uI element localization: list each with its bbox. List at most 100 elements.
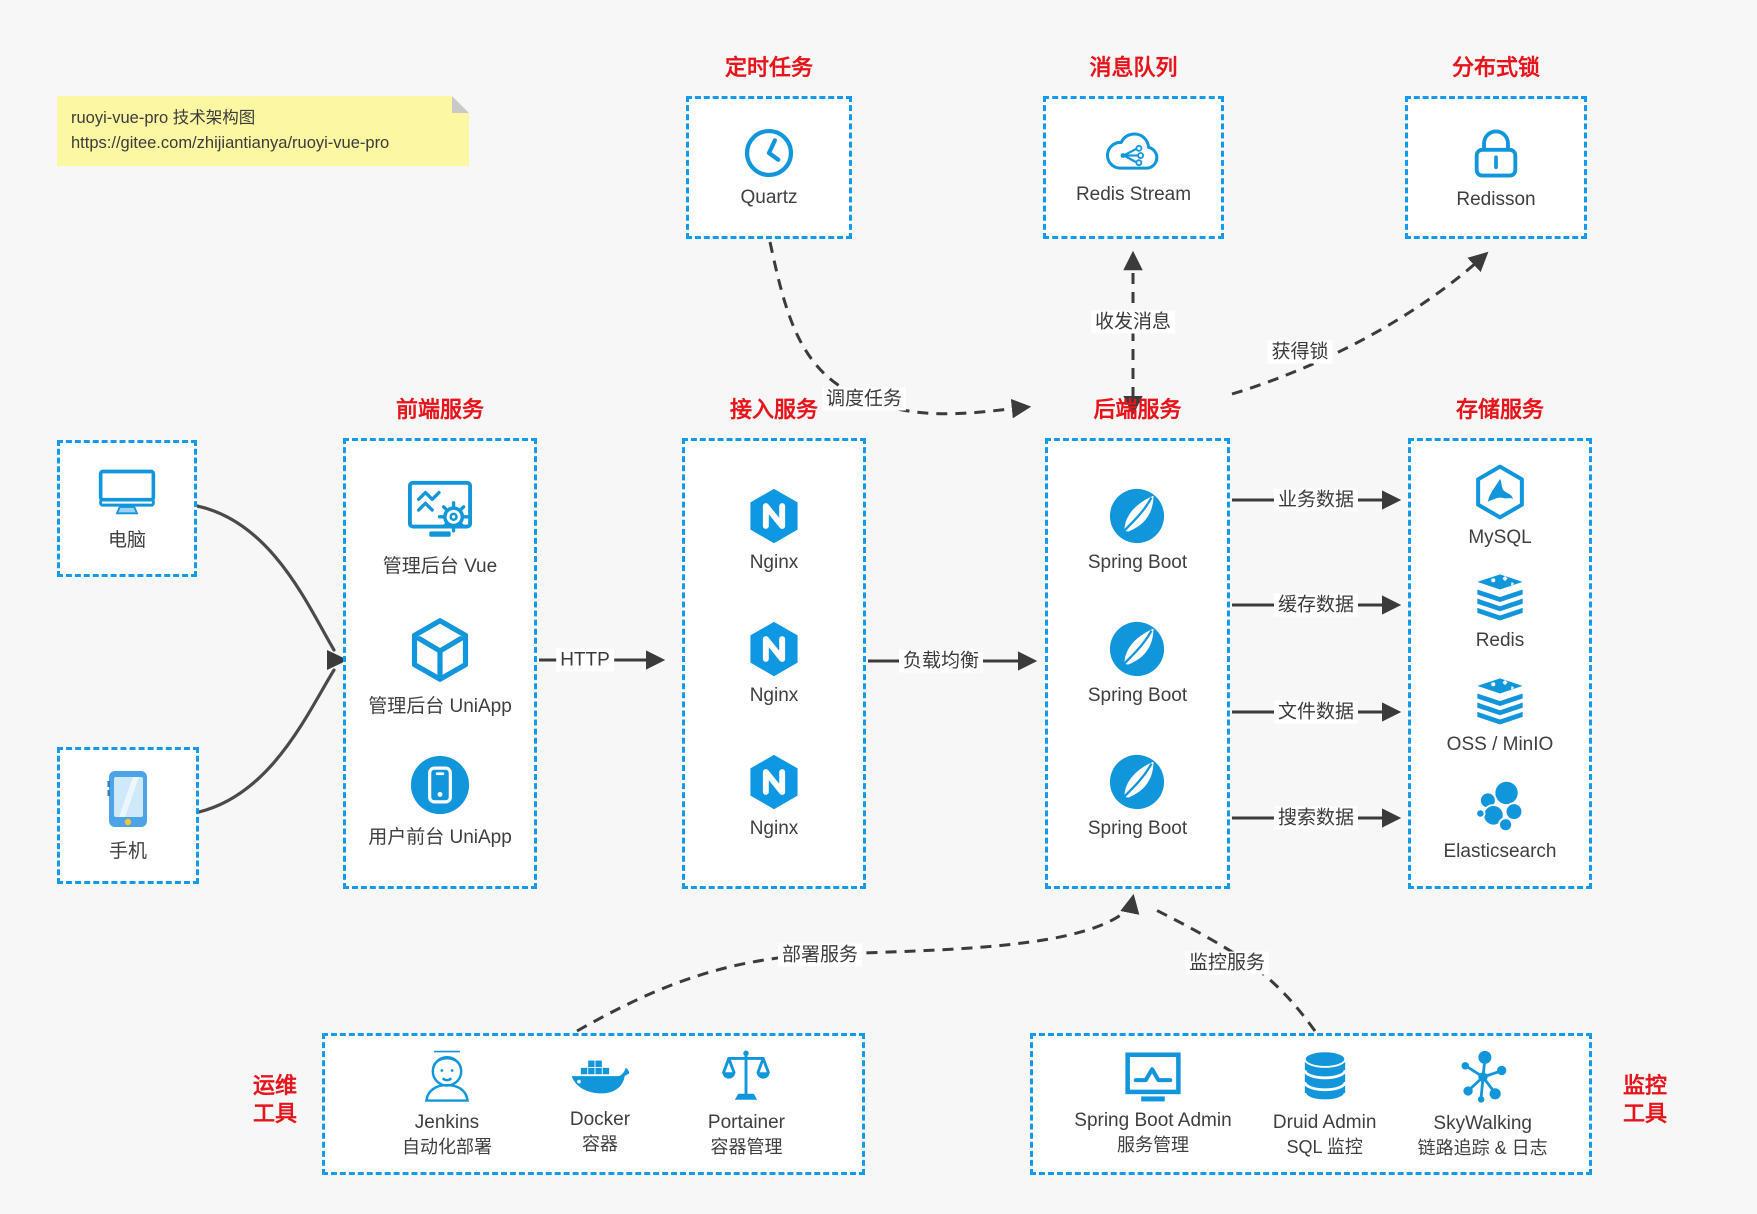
edge-label-acquire-lock: 获得锁 — [1267, 340, 1333, 364]
skywalking-icon — [1461, 1050, 1507, 1103]
spring-boot-admin-icon — [1125, 1052, 1181, 1102]
frontend-box: 管理后台 Vue 管理后台 UniApp 用户前台 UniApp — [343, 438, 537, 889]
nginx-item-3: Nginx — [745, 753, 803, 840]
nginx-item-1: Nginx — [745, 487, 803, 574]
lock-icon — [1474, 129, 1518, 177]
druid-admin-desc: SQL 监控 — [1286, 1137, 1363, 1157]
portainer-icon — [722, 1050, 771, 1100]
spring-boot-label: Spring Boot — [1087, 552, 1188, 573]
mysql-icon — [1476, 464, 1524, 519]
jenkins-name: Jenkins — [414, 1112, 480, 1133]
skywalking-item: SkyWalking 链路追踪 & 日志 — [1418, 1049, 1548, 1160]
user-uniapp-label: 用户前台 UniApp — [368, 826, 512, 848]
edge-label-message: 收发消息 — [1090, 310, 1176, 334]
spring-boot-item-2: Spring Boot — [1088, 620, 1187, 707]
monitoring-box: Spring Boot Admin 服务管理 Druid Admin SQL 监… — [1030, 1033, 1592, 1175]
edge-label-file-data: 文件数据 — [1273, 700, 1359, 724]
portainer-item: Portainer 容器管理 — [708, 1049, 785, 1159]
phone-icon — [107, 770, 147, 827]
docker-name: Docker — [569, 1108, 631, 1130]
elasticsearch-label: Elasticsearch — [1443, 841, 1557, 863]
edge-computer-to-frontend — [195, 504, 336, 652]
computer-icon — [98, 469, 156, 515]
spring-boot-icon — [1110, 754, 1165, 810]
druid-admin-item: Druid Admin SQL 监控 — [1272, 1049, 1377, 1159]
redis-stream-item: Redis Stream — [1076, 129, 1191, 206]
note-title: ruoyi-vue-pro 技术架构图 — [71, 109, 256, 127]
admin-vue-icon — [407, 481, 473, 537]
title-scheduled-tasks: 定时任务 — [724, 55, 813, 80]
admin-vue-label: 管理后台 Vue — [382, 556, 498, 578]
spring-boot-admin-item: Spring Boot Admin 服务管理 — [1074, 1051, 1232, 1157]
redis-item: Redis — [1473, 571, 1527, 652]
cloud-stream-icon — [1106, 132, 1159, 170]
title-message-queue: 消息队列 — [1089, 55, 1178, 80]
skywalking-desc: 链路追踪 & 日志 — [1417, 1137, 1548, 1158]
druid-admin-name: Druid Admin — [1272, 1112, 1377, 1133]
title-backend: 后端服务 — [1093, 397, 1182, 422]
quartz-box: Quartz — [686, 96, 852, 239]
storage-box: MySQL Redis — [1408, 438, 1592, 889]
computer-box: 电脑 — [57, 440, 197, 577]
druid-database-icon — [1303, 1050, 1347, 1103]
spring-boot-admin-desc: 服务管理 — [1116, 1135, 1189, 1155]
redisson-box: Redisson — [1405, 96, 1587, 239]
redis-stream-box: Redis Stream — [1043, 96, 1224, 239]
portainer-desc: 容器管理 — [710, 1137, 783, 1157]
mysql-item: MySQL — [1468, 464, 1532, 549]
oss-minio-label: OSS / MinIO — [1446, 733, 1554, 755]
edge-label-search-data: 搜索数据 — [1273, 806, 1359, 830]
redis-label: Redis — [1475, 630, 1525, 652]
quartz-item: Quartz — [740, 126, 798, 209]
jenkins-icon — [424, 1050, 469, 1102]
nginx-label: Nginx — [749, 685, 799, 706]
clock-icon — [744, 128, 794, 178]
nginx-label: Nginx — [749, 552, 799, 573]
nginx-label: Nginx — [749, 818, 799, 839]
skywalking-name: SkyWalking — [1433, 1112, 1532, 1134]
admin-uniapp-label: 管理后台 UniApp — [368, 695, 512, 717]
redis-stack-icon — [1477, 574, 1523, 621]
uniapp-cube-icon — [411, 617, 469, 682]
mysql-label: MySQL — [1468, 526, 1532, 548]
docker-desc: 容器 — [581, 1133, 618, 1154]
computer-label: 电脑 — [107, 530, 146, 551]
edge-label-http: HTTP — [556, 648, 614, 672]
edge-label-monitor: 监控服务 — [1184, 951, 1270, 975]
redis-stream-label: Redis Stream — [1075, 184, 1192, 205]
spring-boot-admin-name: Spring Boot Admin — [1074, 1110, 1232, 1131]
phone-box: 手机 — [57, 747, 199, 884]
docker-item: Docker 容器 — [569, 1053, 631, 1156]
portainer-name: Portainer — [707, 1112, 786, 1133]
nginx-icon — [750, 754, 798, 810]
title-distributed-lock: 分布式锁 — [1451, 55, 1540, 80]
note-fold-corner — [452, 96, 469, 113]
edge-label-schedule: 调度任务 — [821, 387, 907, 411]
note-url: https://gitee.com/zhijiantianya/ruoyi-vu… — [71, 134, 390, 152]
spring-boot-label: Spring Boot — [1087, 685, 1188, 706]
ops-tools-label: 运维 工具 — [252, 1073, 297, 1126]
nginx-icon — [750, 621, 798, 677]
user-uniapp-icon — [410, 755, 470, 814]
elasticsearch-icon — [1475, 780, 1524, 833]
oss-stack-icon — [1477, 678, 1523, 725]
gateway-box: Nginx Nginx Nginx — [682, 438, 866, 889]
spring-boot-item-1: Spring Boot — [1088, 487, 1187, 574]
title-gateway: 接入服务 — [729, 397, 818, 422]
spring-boot-item-3: Spring Boot — [1088, 753, 1187, 840]
spring-boot-label: Spring Boot — [1087, 818, 1188, 839]
ops-box: Jenkins 自动化部署 Docker 容器 — [322, 1033, 865, 1175]
phone-item: 手机 — [106, 769, 150, 863]
edge-label-cache-data: 缓存数据 — [1273, 593, 1359, 617]
elasticsearch-item: Elasticsearch — [1444, 778, 1557, 863]
admin-uniapp-item: 管理后台 UniApp — [368, 616, 512, 718]
spring-boot-icon — [1110, 488, 1165, 544]
redisson-item: Redisson — [1456, 125, 1536, 211]
edge-acquire-lock-arrow — [1231, 251, 1489, 396]
oss-minio-item: OSS / MinIO — [1446, 675, 1554, 756]
spring-boot-icon — [1110, 621, 1165, 677]
monitoring-tools-label: 监控 工具 — [1622, 1073, 1667, 1126]
sticky-note: ruoyi-vue-pro 技术架构图 https://gitee.com/zh… — [57, 96, 469, 166]
docker-icon — [571, 1060, 630, 1093]
